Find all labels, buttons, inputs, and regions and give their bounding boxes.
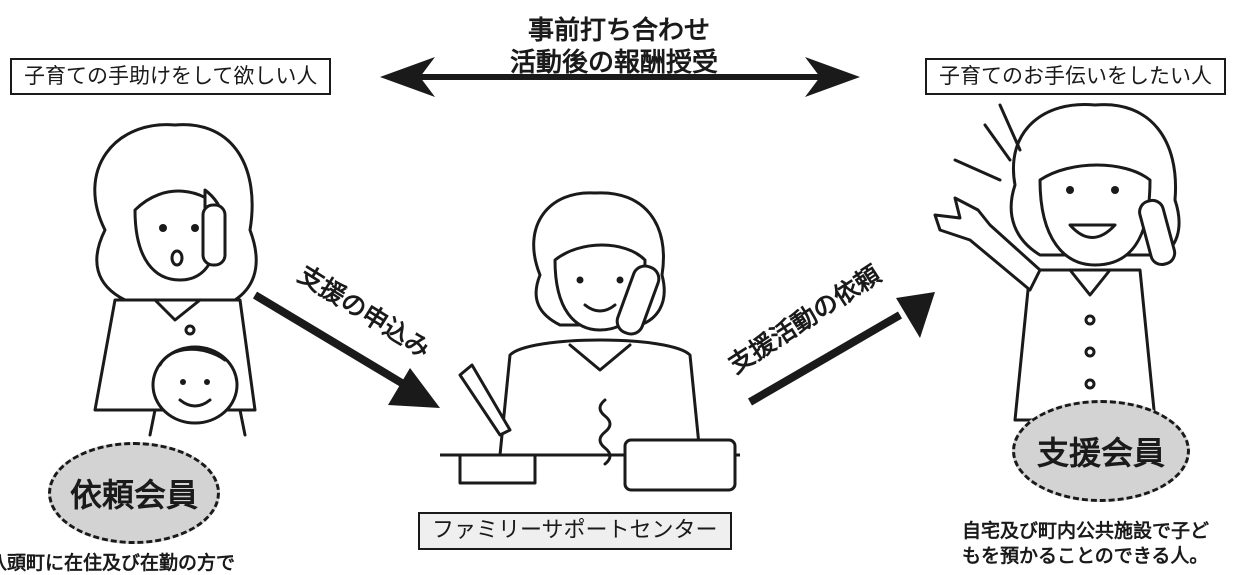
top-label-line2: 活動後の報酬授受 (510, 48, 719, 78)
right-member-blob: 支援会員 (1012, 400, 1190, 502)
mother-child-illustration (93, 123, 258, 437)
right-description-line2: もを預かることのできる人。 (962, 545, 1209, 567)
supporter-illustration (933, 102, 1181, 422)
left-description: 八頭町に在住及び在勤の方で (0, 552, 236, 574)
right-label-box: 子育てのお手伝いをしたい人 (925, 58, 1226, 95)
top-label-line1: 事前打ち合わせ (528, 16, 711, 46)
right-description-line1: 自宅及び町内公共施設で子ど (962, 520, 1210, 542)
left-member-blob: 依頼会員 (48, 442, 220, 544)
left-label-box: 子育ての手助けをして欲しい人 (10, 58, 332, 95)
center-label-box: ファミリーサポートセンター (418, 512, 732, 550)
operator-illustration (440, 191, 740, 492)
